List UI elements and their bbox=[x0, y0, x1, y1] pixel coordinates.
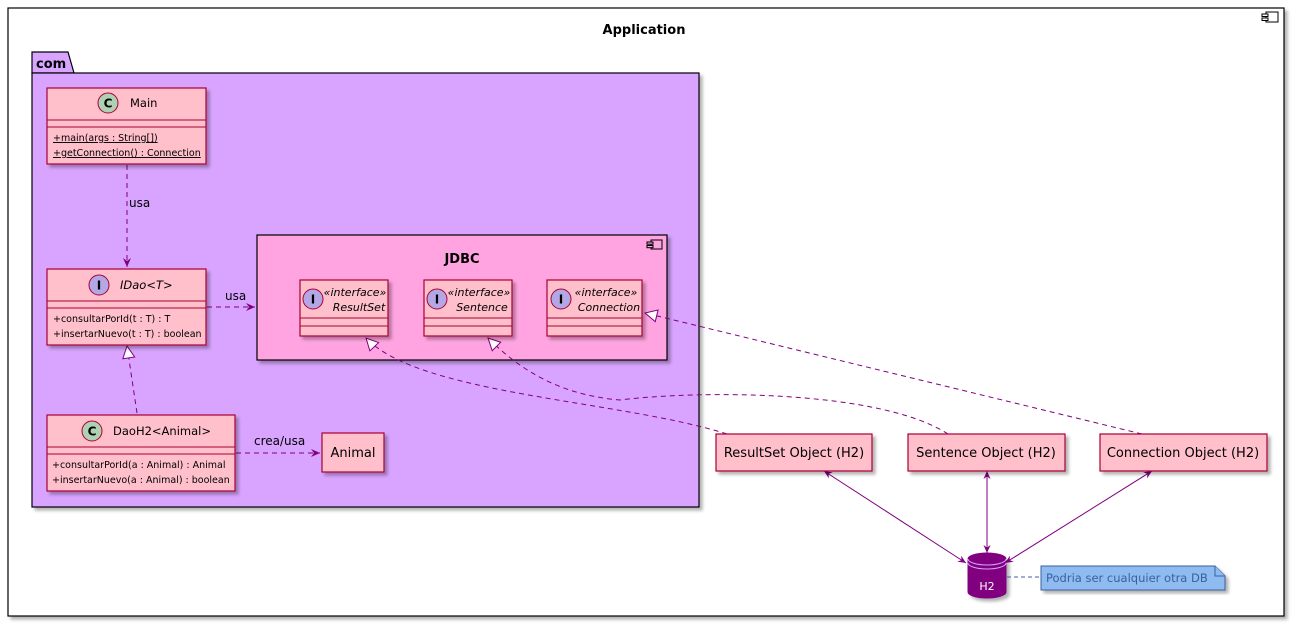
method: +main(args : String[]) bbox=[53, 133, 158, 144]
object-name: ResultSet Object (H2) bbox=[724, 446, 864, 461]
edge-connection-h2 bbox=[1004, 470, 1153, 564]
edge-connection-object-realizes bbox=[645, 313, 1143, 435]
edge-daoh2-animal: crea/usa bbox=[236, 434, 320, 457]
interface-resultset[interactable]: I «interface» ResultSet bbox=[299, 279, 389, 337]
edge-label-usa: usa bbox=[225, 289, 246, 303]
class-name: IDao<T> bbox=[120, 278, 173, 292]
method: +consultarPorId(t : T) : T bbox=[53, 314, 170, 325]
database-name: H2 bbox=[979, 580, 994, 593]
interface-circle-icon: I bbox=[426, 288, 448, 310]
class-name: Main bbox=[130, 96, 157, 110]
object-name: Sentence Object (H2) bbox=[916, 446, 1056, 461]
interface-circle-icon: I bbox=[302, 288, 324, 310]
class-circle-icon: C bbox=[97, 92, 119, 114]
edge-label-usa: usa bbox=[129, 196, 150, 210]
object-connection[interactable]: Connection Object (H2) bbox=[1099, 433, 1268, 472]
svg-text:I: I bbox=[97, 279, 101, 293]
edge-label-crea-usa: crea/usa bbox=[254, 434, 305, 448]
note: Podria ser cualquier otra DB bbox=[1007, 565, 1226, 591]
class-animal[interactable]: Animal bbox=[321, 432, 385, 473]
interface-name: Connection bbox=[578, 301, 640, 314]
interface-name: Sentence bbox=[456, 301, 508, 314]
interface-circle-icon: I bbox=[550, 288, 572, 310]
edge-main-idao: usa bbox=[123, 165, 150, 267]
application-title: Application bbox=[603, 23, 686, 38]
method: +insertarNuevo(t : T) : boolean bbox=[53, 329, 202, 340]
component-icon bbox=[1261, 11, 1279, 23]
interface-sentence[interactable]: I «interface» Sentence bbox=[423, 279, 513, 337]
jdbc-title: JDBC bbox=[443, 252, 479, 267]
stereotype: «interface» bbox=[324, 286, 387, 299]
class-name: Animal bbox=[331, 446, 376, 461]
svg-text:I: I bbox=[435, 293, 439, 307]
edge-daoh2-realizes-idao bbox=[127, 346, 138, 414]
stereotype: «interface» bbox=[575, 286, 638, 299]
svg-text:C: C bbox=[88, 425, 97, 439]
object-sentence[interactable]: Sentence Object (H2) bbox=[907, 433, 1066, 472]
interface-name: ResultSet bbox=[333, 301, 386, 314]
interface-circle-icon: I bbox=[88, 274, 110, 296]
object-resultset[interactable]: ResultSet Object (H2) bbox=[715, 433, 873, 472]
method: +getConnection() : Connection bbox=[53, 148, 201, 159]
svg-text:I: I bbox=[559, 293, 563, 307]
package-name: com bbox=[36, 57, 66, 72]
database-h2[interactable]: H2 bbox=[967, 552, 1007, 599]
edge-resultset-h2 bbox=[823, 470, 967, 564]
note-text: Podria ser cualquier otra DB bbox=[1046, 571, 1208, 585]
svg-text:C: C bbox=[104, 97, 113, 111]
class-main[interactable]: C Main +main(args : String[]) +getConnec… bbox=[46, 87, 207, 165]
component-icon bbox=[646, 239, 663, 250]
edge-resultset-object-realizes bbox=[366, 338, 728, 435]
class-name: DaoH2<Animal> bbox=[113, 424, 211, 438]
interface-connection[interactable]: I «interface» Connection bbox=[546, 279, 643, 337]
class-daoh2[interactable]: C DaoH2<Animal> +consultarPorId(a : Anim… bbox=[46, 414, 236, 492]
class-idao[interactable]: I IDao<T> +consultarPorId(t : T) : T +in… bbox=[46, 268, 207, 346]
svg-text:I: I bbox=[311, 293, 315, 307]
stereotype: «interface» bbox=[448, 286, 511, 299]
method: +insertarNuevo(a : Animal) : boolean bbox=[52, 475, 230, 486]
class-circle-icon: C bbox=[81, 420, 103, 442]
object-name: Connection Object (H2) bbox=[1107, 446, 1259, 461]
method: +consultarPorId(a : Animal) : Animal bbox=[52, 460, 225, 471]
edge-idao-jdbc: usa bbox=[207, 289, 255, 311]
